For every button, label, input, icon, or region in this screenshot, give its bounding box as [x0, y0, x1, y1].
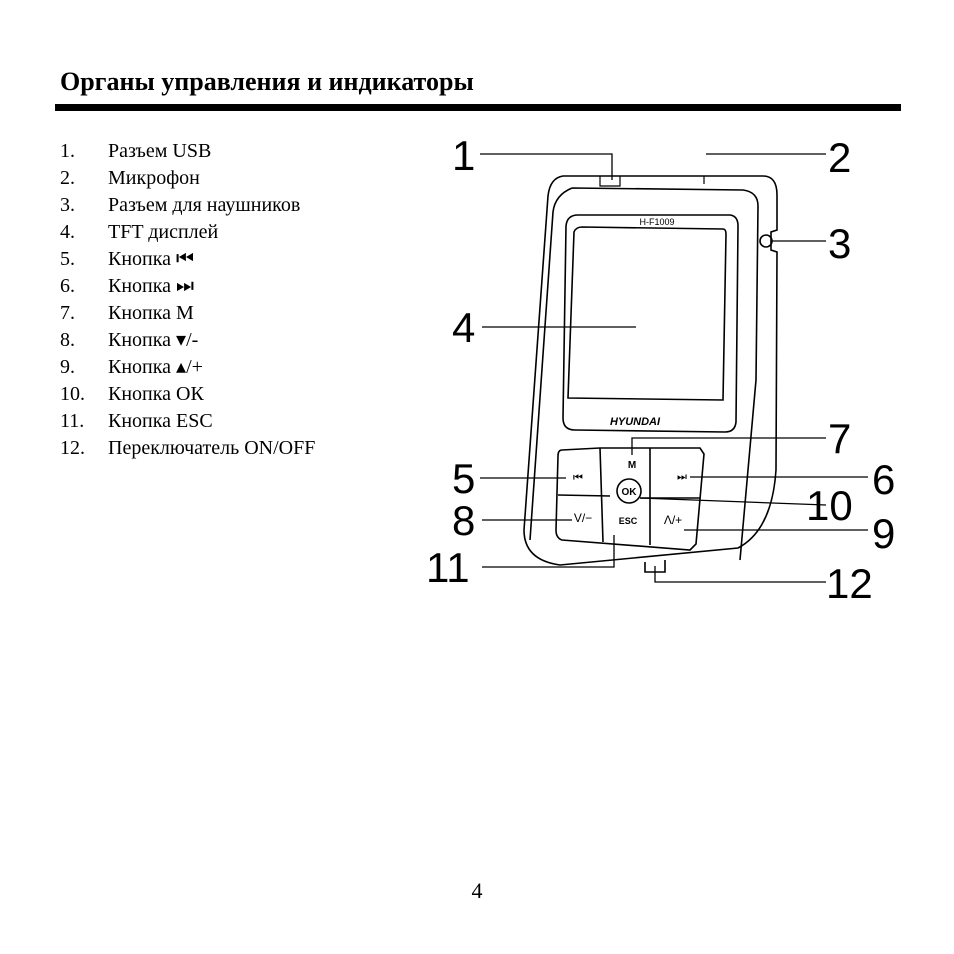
legend-item: 11. Кнопка ESC — [60, 408, 315, 435]
callout-number: 7 — [828, 415, 851, 462]
title-rule — [55, 104, 901, 111]
legend-number: 5. — [60, 248, 75, 270]
ok-button[interactable]: OK — [622, 487, 638, 498]
legend-number: 9. — [60, 356, 75, 378]
device-body — [523, 175, 778, 566]
m-button[interactable]: M — [628, 460, 636, 471]
legend-number: 1. — [60, 140, 75, 162]
legend-text: TFT дисплей — [108, 221, 219, 243]
callout-number: 12 — [826, 560, 873, 607]
up-plus-button[interactable]: Λ/+ — [664, 513, 682, 527]
next-button[interactable]: ⏭ — [677, 471, 687, 483]
callout-number: 4 — [452, 304, 475, 351]
legend-item: 5. Кнопка ⏮ — [60, 246, 315, 273]
player-diagram: H-F1009 HYUNDAI M OK ESC ⏮ ⏭ V/− Λ/+ 1 2… — [426, 132, 895, 607]
legend-number: 3. — [60, 194, 75, 216]
legend-item: 12. Переключатель ON/OFF — [60, 435, 315, 462]
legend-number: 4. — [60, 221, 75, 243]
legend-text: Кнопка ▾/- — [108, 329, 199, 351]
callout-number: 5 — [452, 455, 475, 502]
legend-text: Разъем для наушников — [108, 194, 301, 216]
legend-number: 11. — [60, 410, 85, 432]
legend-item: 6. Кнопка ⏭ — [60, 273, 315, 300]
legend-text: Кнопка ▴/+ — [108, 356, 203, 378]
legend-text: Кнопка ⏭ — [108, 275, 195, 297]
callout-number: 2 — [828, 134, 851, 181]
esc-button[interactable]: ESC — [619, 516, 638, 526]
callout-number: 10 — [806, 482, 853, 529]
legend-number: 10. — [60, 383, 85, 405]
button-cluster — [555, 447, 705, 551]
legend-text: Микрофон — [108, 167, 200, 189]
callout-number: 6 — [872, 456, 895, 503]
prev-button[interactable]: ⏮ — [573, 472, 583, 484]
legend-text: Разъем USB — [108, 140, 212, 162]
page-number: 4 — [471, 878, 483, 903]
screen-frame — [562, 214, 739, 433]
legend-number: 7. — [60, 302, 75, 324]
callout-number: 1 — [452, 132, 475, 179]
legend-item: 1. Разъем USB — [60, 138, 315, 165]
legend-item: 3. Разъем для наушников — [60, 192, 315, 219]
legend-text: Кнопка ⏮ — [108, 248, 195, 270]
callout-number: 8 — [452, 497, 475, 544]
model-label: H-F1009 — [639, 217, 674, 227]
page-title: Органы управления и индикаторы — [60, 67, 474, 96]
callout-number: 3 — [828, 220, 851, 267]
legend-number: 12. — [60, 437, 85, 459]
legend-item: 2. Микрофон — [60, 165, 315, 192]
legend-number: 2. — [60, 167, 75, 189]
device-face — [529, 187, 759, 561]
legend-text: Кнопка М — [108, 302, 194, 324]
ok-button-ring — [616, 478, 642, 504]
brand-logo: HYUNDAI — [610, 416, 661, 428]
legend-item: 4. TFT дисплей — [60, 219, 315, 246]
down-minus-button[interactable]: V/− — [574, 511, 592, 525]
legend-item: 10. Кнопка ОК — [60, 381, 315, 408]
controls-legend: 1. Разъем USB 2. Микрофон 3. Разъем для нау… — [60, 138, 315, 462]
legend-item: 7. Кнопка М — [60, 300, 315, 327]
legend-item: 8. Кнопка ▾/- — [60, 327, 315, 354]
legend-text: Переключатель ON/OFF — [108, 437, 316, 459]
legend-item: 9. Кнопка ▴/+ — [60, 354, 315, 381]
legend-number: 8. — [60, 329, 75, 351]
legend-text: Кнопка ESC — [108, 410, 213, 432]
legend-number: 6. — [60, 275, 75, 297]
legend-text: Кнопка ОК — [108, 383, 204, 405]
tft-screen — [567, 226, 727, 401]
callout-number: 9 — [872, 510, 895, 557]
callout-number: 11 — [426, 544, 470, 591]
